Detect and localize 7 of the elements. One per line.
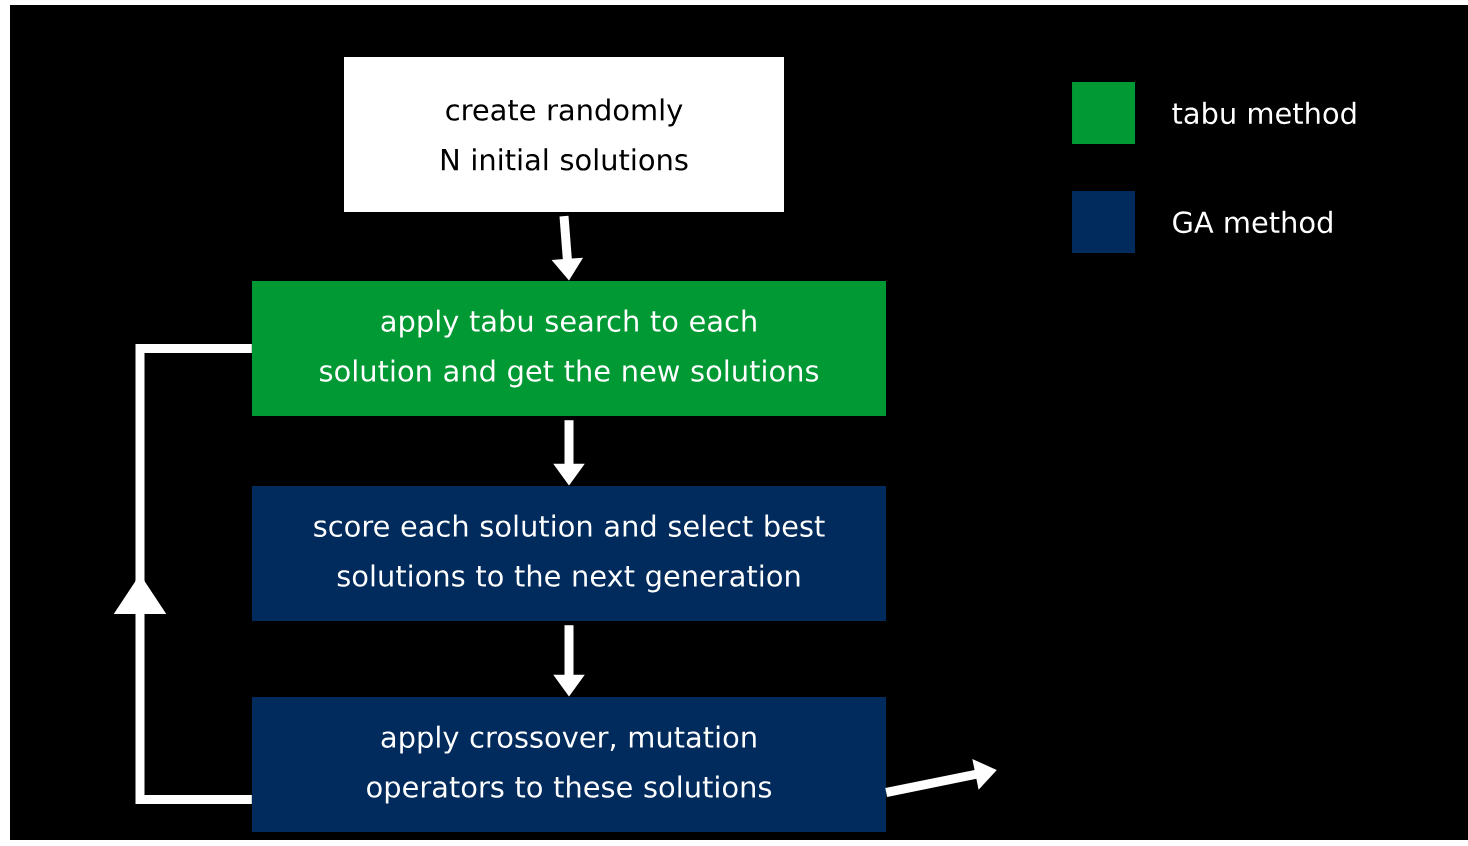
arrow [113,344,252,804]
legend-label: tabu method [1172,101,1356,125]
process-box: apply tabu search to each solution and get the new solutions [252,281,886,416]
process-box: score each solution and select best solutions to the next generation [252,486,886,621]
legend-label: GA method [1173,210,1332,234]
process-box: apply crossover, mutation operators to these solutions [252,697,886,832]
process-box: create randomly N initial solutions [344,57,784,212]
